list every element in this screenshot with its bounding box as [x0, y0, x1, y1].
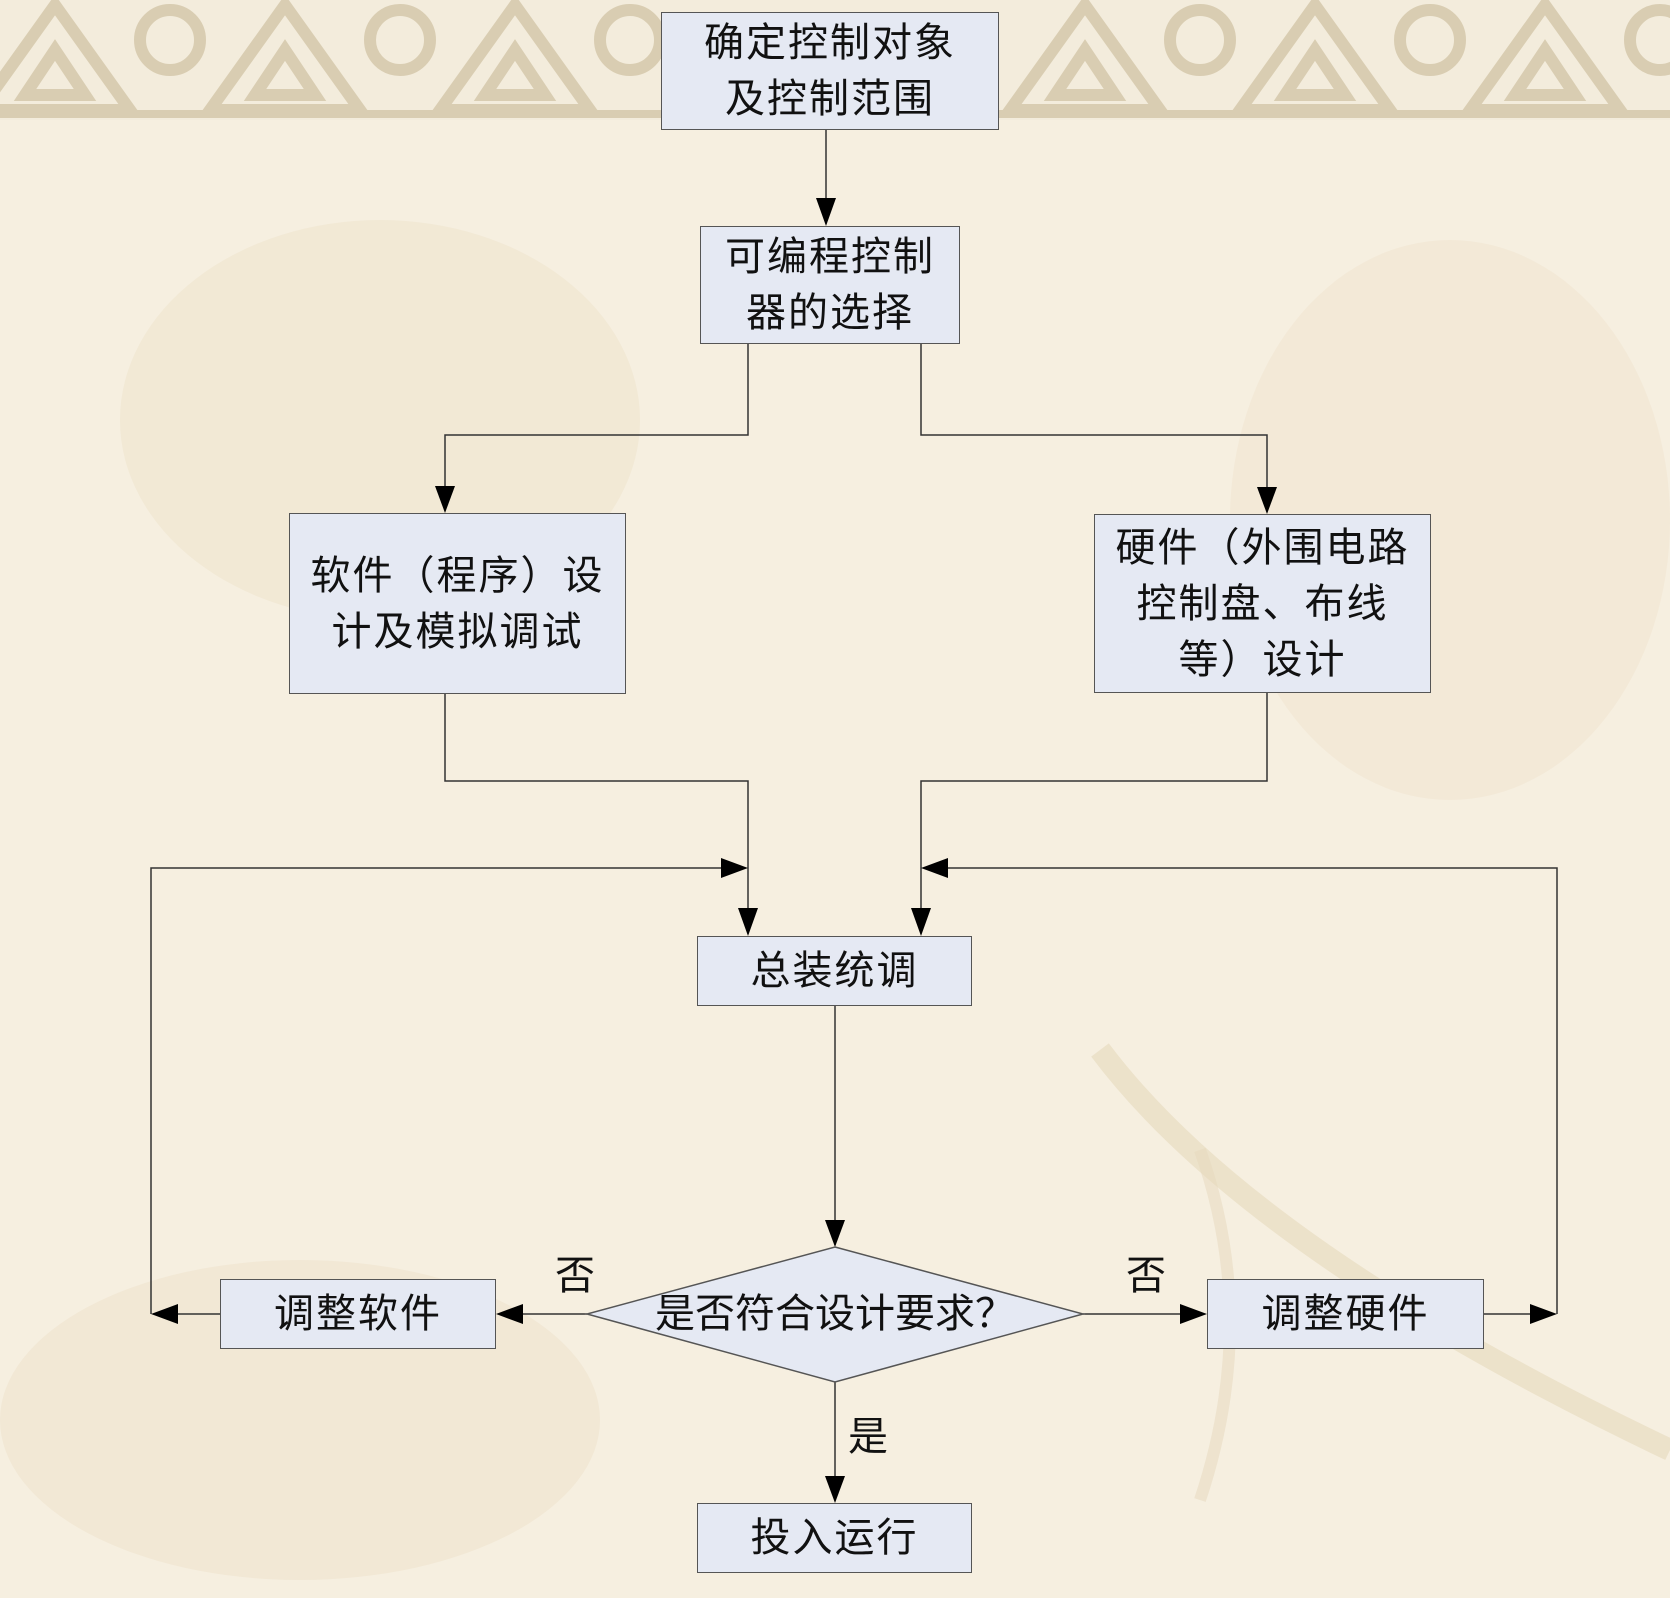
node-software-design: 软件（程序）设 计及模拟调试: [289, 513, 626, 694]
node-text-line: 硬件（外围电路: [1115, 524, 1410, 571]
node-text: 总装统调: [750, 948, 919, 994]
decision-text: 是否符合设计要求？: [655, 1291, 1015, 1337]
node-text: 调整硬件: [1261, 1291, 1430, 1337]
edge-label-yes: 是: [848, 1414, 888, 1460]
node-define-scope: 确定控制对象 及控制范围: [661, 12, 999, 130]
arrowhead: [721, 858, 748, 878]
node-hardware-design: 硬件（外围电路 控制盘、布线 等）设计: [1094, 514, 1431, 693]
arrowhead: [1530, 1304, 1557, 1324]
edge-label-no-left: 否: [555, 1253, 595, 1299]
node-text-line: 软件（程序）设: [310, 552, 605, 599]
arrowhead: [911, 908, 931, 936]
node-text-line: 及控制范围: [725, 76, 935, 122]
node-text-line: 确定控制对象: [704, 20, 956, 66]
node-adjust-hardware: 调整硬件: [1207, 1279, 1484, 1349]
node-plc-selection: 可编程控制 器的选择: [700, 226, 960, 344]
arrowhead: [151, 1304, 178, 1324]
arrowhead: [738, 908, 758, 936]
edge-software-to-integration: [444, 694, 749, 925]
arrowhead: [1180, 1304, 1207, 1324]
node-text: 投入运行: [750, 1515, 919, 1561]
arrowhead: [1257, 487, 1277, 514]
node-adjust-software: 调整软件: [220, 1279, 496, 1349]
node-commissioning: 投入运行: [697, 1503, 972, 1573]
edge-adjust-hardware-loop: [935, 867, 1558, 1315]
arrowhead: [816, 198, 836, 226]
arrowhead: [921, 858, 948, 878]
node-text-line: 等）设计: [1178, 636, 1347, 683]
edge-hardware-to-integration: [920, 693, 1268, 925]
arrowhead: [825, 1476, 845, 1503]
edge-label-no-right: 否: [1126, 1253, 1166, 1299]
arrowhead: [435, 486, 455, 513]
node-integration-test: 总装统调: [697, 936, 972, 1006]
node-text-line: 控制盘、布线: [1136, 580, 1389, 627]
arrowhead: [496, 1304, 523, 1324]
node-text: 调整软件: [274, 1291, 442, 1337]
node-text-line: 可编程控制: [725, 234, 935, 280]
edge-plc-to-hardware: [920, 344, 1268, 500]
node-text-line: 器的选择: [746, 290, 914, 336]
edge-adjust-software-loop: [150, 867, 735, 1315]
edge-plc-to-software: [444, 344, 749, 500]
node-text-line: 计及模拟调试: [331, 608, 584, 655]
arrowhead: [825, 1220, 845, 1247]
decision-diamond: [584, 1246, 1086, 1383]
